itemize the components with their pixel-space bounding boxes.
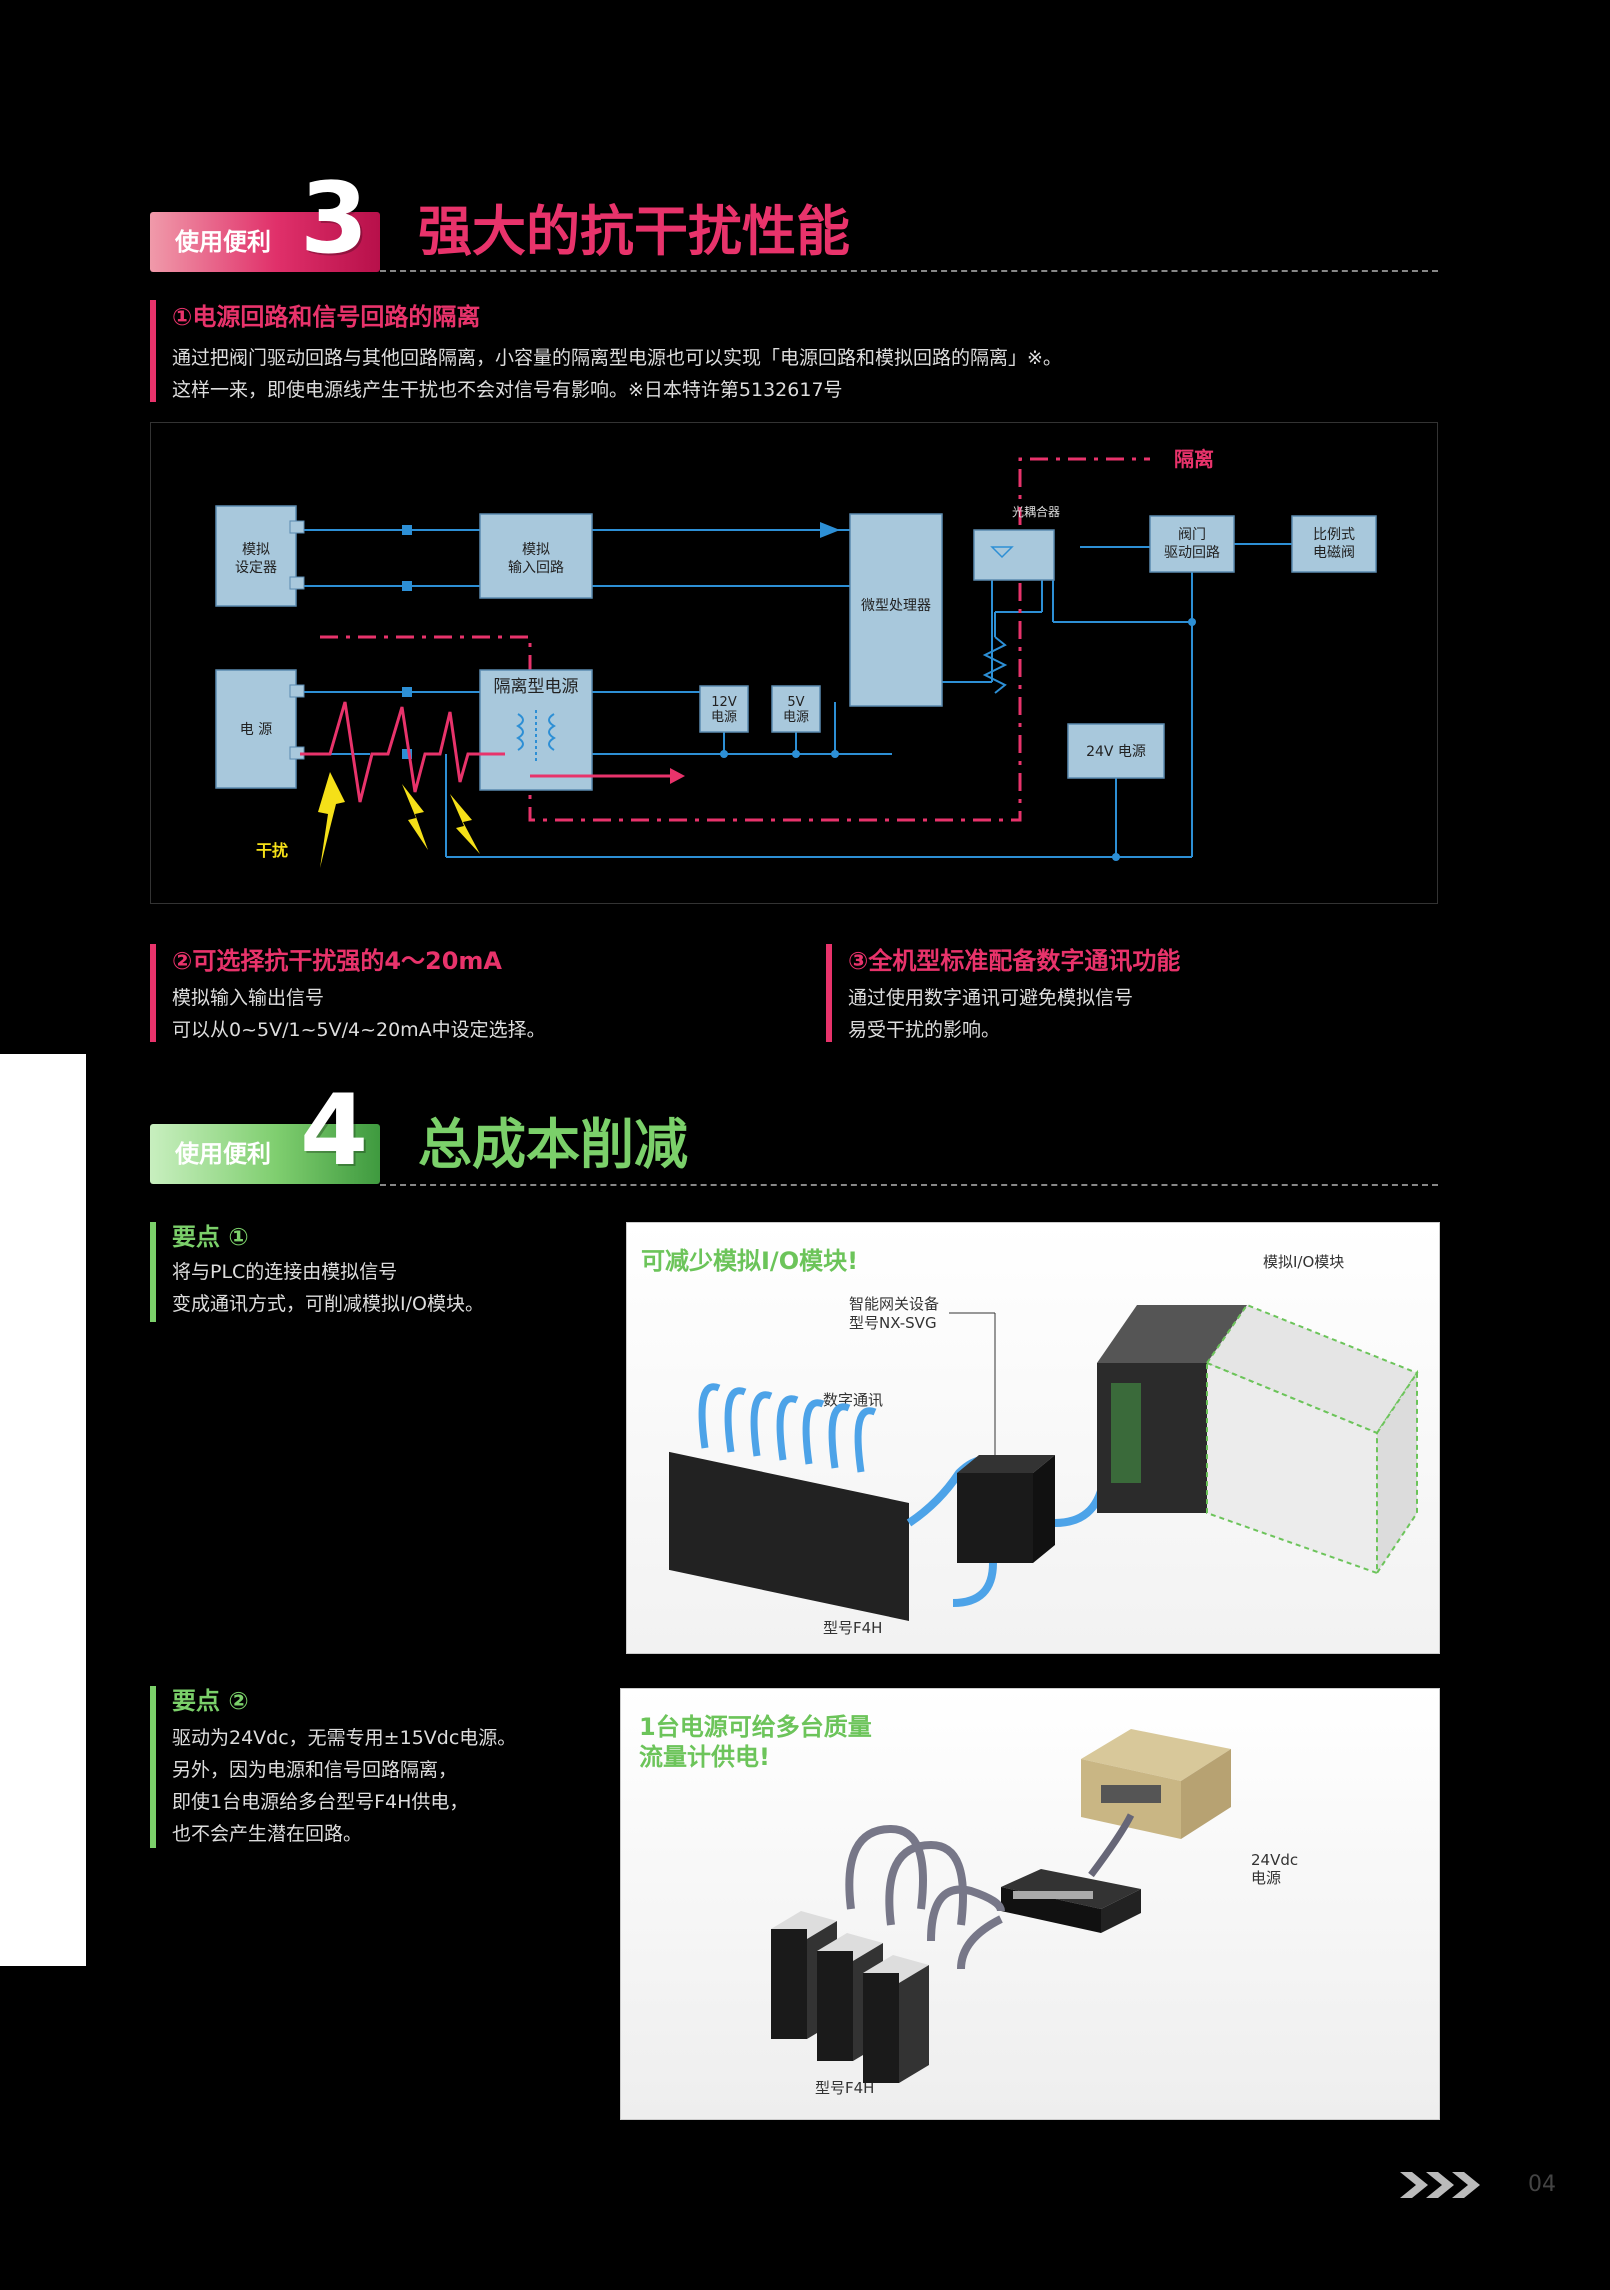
- point2-heading-text: 可选择抗干扰强的4～20mA: [192, 947, 503, 975]
- label-isolation: 隔离: [1174, 447, 1214, 471]
- figure1-illustration: [669, 1303, 1419, 1621]
- point2-line1: 模拟输入输出信号: [172, 987, 325, 1009]
- section4-title: 总成本削减: [418, 1113, 688, 1176]
- section3-divider: [380, 270, 1438, 272]
- key1-line1: 将与PLC的连接由模拟信号: [172, 1261, 398, 1283]
- label-photocoupler: 光耦合器: [1012, 504, 1060, 519]
- section3-number: 3: [300, 162, 369, 276]
- isolation-circuit-diagram: 隔离 模拟设定器 模拟输入回路 微型处理器 阀门驱动回路 比例式电磁阀 电 源 …: [150, 422, 1438, 904]
- section4-tab: 使用便利: [150, 1124, 380, 1184]
- figure2-caption-line1: 1台电源可给多台质量: [639, 1713, 872, 1741]
- label-power: 电 源: [240, 722, 272, 738]
- key1-accent-bar: [150, 1222, 156, 1322]
- figure1-digital-comm-label: 数字通讯: [823, 1391, 884, 1409]
- key2-line3: 即使1台电源给多台型号F4H供电，: [172, 1791, 469, 1813]
- section3-tab: 使用便利: [150, 212, 380, 272]
- flow-meter-bank: [669, 1383, 1001, 1621]
- point3-line2: 易受干扰的影响。: [848, 1019, 1001, 1041]
- key2-heading: 要点 ②: [172, 1687, 249, 1715]
- section4-divider: [380, 1184, 1438, 1186]
- section3-tab-label: 使用便利: [175, 228, 271, 256]
- label-24v: 24V 电源: [1086, 744, 1146, 760]
- label-analog-input: 模拟输入回路: [508, 542, 564, 576]
- page-edge-strip: [0, 1054, 86, 1966]
- label-noise: 干扰: [256, 841, 288, 860]
- key2-line2: 另外，因为电源和信号回路隔离，: [172, 1759, 458, 1781]
- figure2-caption-line2: 流量计供电!: [639, 1743, 770, 1771]
- section4-number: 4: [300, 1074, 369, 1188]
- figure1-panel: 可减少模拟I/O模块! 智能网关设备 型号NX-SVG 模拟I/O模块 数字通讯…: [626, 1222, 1440, 1654]
- point2-heading: ②可选择抗干扰强的4～20mA: [172, 946, 502, 976]
- point1-heading: ①电源回路和信号回路的隔离: [172, 303, 481, 331]
- gateway-device: [952, 1399, 1165, 1607]
- figure2-panel: 1台电源可给多台质量 流量计供电! 24Vdc 电源 型号F4H: [620, 1688, 1440, 2120]
- io-module-ghost: [1205, 1303, 1419, 1577]
- page-number: 04: [1528, 2172, 1556, 2197]
- point1-line1: 通过把阀门驱动回路与其他回路隔离，小容量的隔离型电源也可以实现「电源回路和模拟回…: [172, 347, 1062, 369]
- key1-line2: 变成通讯方式，可削减模拟I/O模块。: [172, 1293, 484, 1315]
- point2-accent-bar: [150, 944, 156, 1042]
- flow-meters: [771, 1911, 929, 2083]
- terminal-block: [1001, 1869, 1141, 1933]
- label-prop-valve: 比例式电磁阀: [1313, 527, 1355, 561]
- point3-heading-prefix: ③: [848, 947, 869, 975]
- label-analog-setter: 模拟设定器: [235, 542, 277, 576]
- footer-chevrons-icon: [1400, 2172, 1480, 2198]
- point3-heading: ③全机型标准配备数字通讯功能: [848, 946, 1180, 976]
- point3-heading-text: 全机型标准配备数字通讯功能: [868, 947, 1181, 975]
- power-supply: [1081, 1729, 1231, 1839]
- key2-line1: 驱动为24Vdc，无需专用±15Vdc电源。: [172, 1727, 517, 1749]
- label-isolated-psu: 隔离型电源: [494, 677, 579, 697]
- key2-accent-bar: [150, 1686, 156, 1848]
- point3-line1: 通过使用数字通讯可避免模拟信号: [848, 987, 1134, 1009]
- section4-tab-label: 使用便利: [175, 1140, 271, 1168]
- point1-accent-bar: [150, 300, 156, 402]
- label-valve-drive: 阀门驱动回路: [1164, 527, 1220, 561]
- figure1-io-module-label: 模拟I/O模块: [1263, 1253, 1345, 1271]
- point2-heading-prefix: ②: [172, 947, 193, 975]
- figure2-psu-label: 24Vdc 电源: [1251, 1851, 1299, 1887]
- section3-title: 强大的抗干扰性能: [418, 200, 850, 263]
- figure1-caption: 可减少模拟I/O模块!: [641, 1247, 859, 1275]
- figure1-gateway-label: 智能网关设备 型号NX-SVG: [849, 1295, 940, 1332]
- point2-line2: 可以从0~5V/1~5V/4~20mA中设定选择。: [172, 1019, 546, 1041]
- figure1-model-label: 型号F4H: [823, 1619, 883, 1637]
- key2-line4: 也不会产生潜在回路。: [172, 1823, 363, 1845]
- point3-accent-bar: [826, 944, 832, 1042]
- figure2-model-label: 型号F4H: [815, 2079, 875, 2097]
- key1-heading: 要点 ①: [172, 1223, 249, 1251]
- figure2-illustration: [771, 1729, 1231, 2083]
- point1-line2: 这样一来，即使电源线产生干扰也不会对信号有影响。※日本特许第5132617号: [172, 379, 843, 401]
- label-microprocessor: 微型处理器: [861, 598, 931, 614]
